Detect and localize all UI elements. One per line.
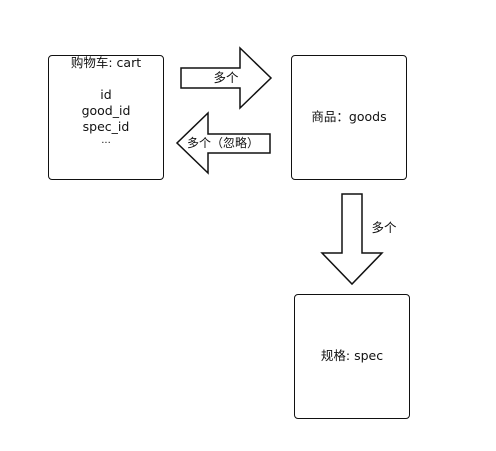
arrow-goods-to-cart bbox=[175, 111, 271, 175]
cart-field-id: id bbox=[100, 87, 112, 102]
edge-label-goods-to-spec: 多个 bbox=[371, 220, 397, 235]
cart-entity-title: 购物车: cart bbox=[70, 55, 142, 70]
goods-entity-box bbox=[291, 55, 407, 180]
edge-label-goods-to-cart: 多个（忽略） bbox=[186, 136, 259, 150]
goods-entity-title: 商品：goods bbox=[311, 109, 387, 124]
arrow-goods-to-spec bbox=[320, 193, 384, 286]
cart-field-spec-id: spec_id bbox=[82, 119, 130, 134]
arrow-cart-to-goods bbox=[180, 46, 273, 110]
cart-field-more: ... bbox=[101, 135, 111, 146]
cart-entity-box bbox=[48, 55, 164, 180]
cart-field-good-id: good_id bbox=[81, 103, 131, 118]
spec-entity-title: 规格: spec bbox=[320, 348, 384, 363]
spec-entity-box bbox=[294, 294, 410, 419]
edge-label-cart-to-goods: 多个 bbox=[213, 70, 239, 85]
